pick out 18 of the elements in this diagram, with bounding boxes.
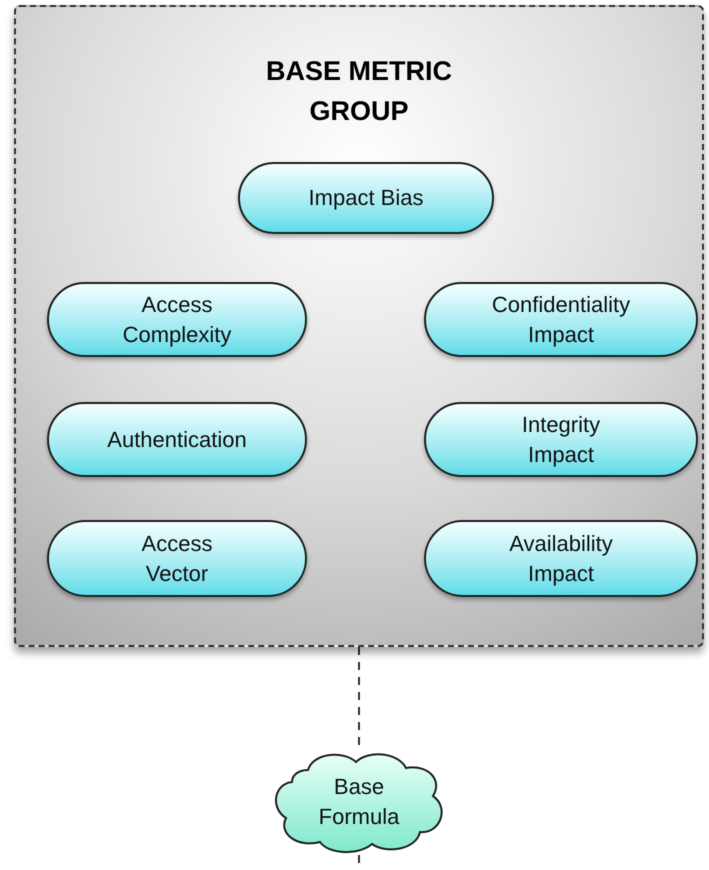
rounded-box	[47, 402, 307, 477]
node-label: Impact Bias	[308, 184, 424, 212]
node-label: Integrity Impact	[522, 410, 600, 469]
node-label: Confidentiality Impact	[492, 290, 630, 349]
node-label: Availability Impact	[509, 530, 613, 588]
node-label: Access Complexity	[122, 290, 232, 349]
rounded-box	[47, 282, 307, 357]
rounded-box	[424, 402, 698, 477]
node-label: Access Vector	[142, 530, 212, 588]
rounded-box	[424, 520, 698, 597]
rounded-box	[47, 520, 307, 597]
node-label: Authentication	[107, 426, 247, 454]
group-title: BASE METRIC GROUP	[264, 55, 453, 128]
dashed-connector	[358, 647, 360, 748]
group-panel	[14, 5, 704, 647]
node-label: Base Formula	[318, 772, 400, 830]
rounded-box	[238, 162, 494, 234]
rounded-box	[424, 282, 698, 357]
